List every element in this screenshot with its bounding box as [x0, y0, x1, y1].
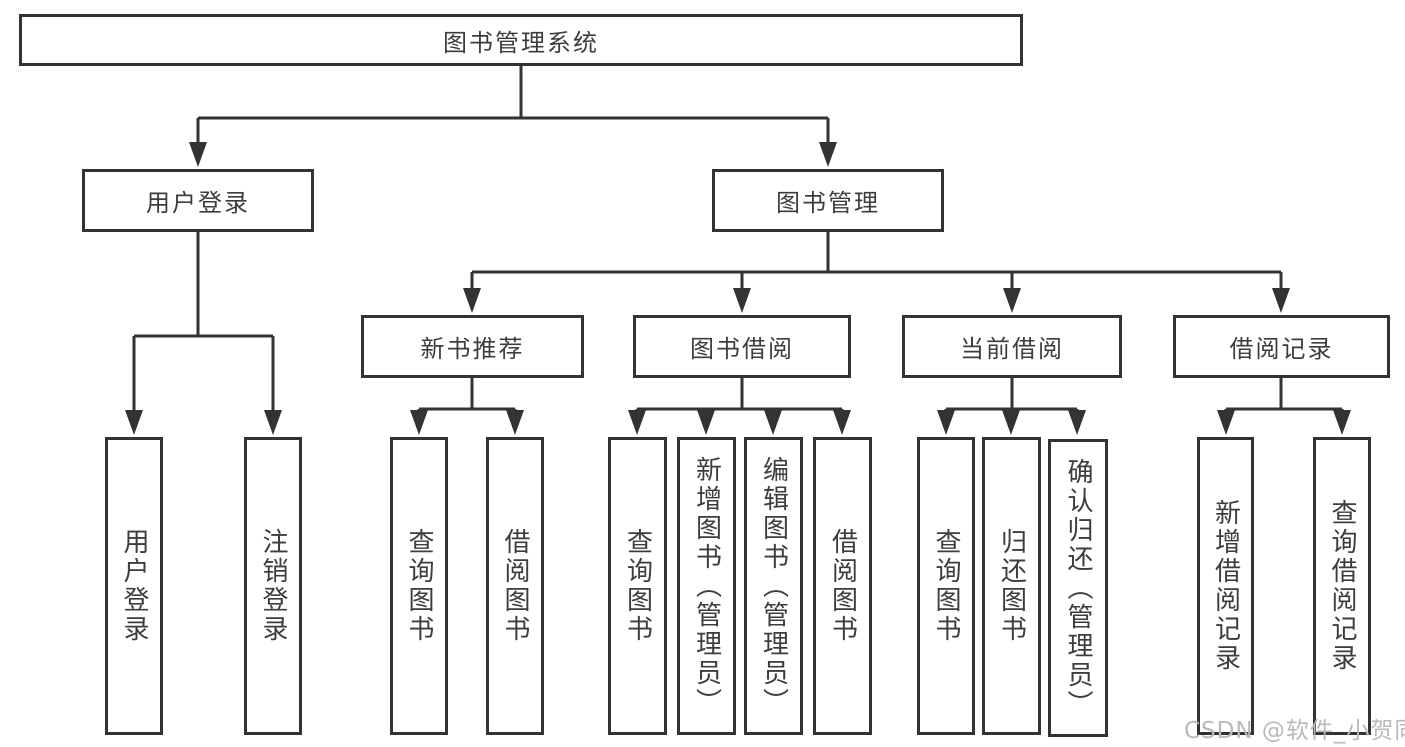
leaf-query-books-borrow: 查询图书 — [608, 437, 667, 735]
node-user-login: 用户登录 — [82, 169, 314, 232]
leaf-logout: 注销登录 — [244, 437, 302, 735]
leaf-return-books: 归还图书 — [982, 437, 1041, 735]
node-book-borrow: 图书借阅 — [633, 315, 851, 378]
node-current-borrow: 当前借阅 — [902, 315, 1122, 378]
leaf-query-borrow-record: 查询借阅记录 — [1313, 437, 1371, 735]
leaf-add-borrow-record: 新增借阅记录 — [1197, 437, 1254, 735]
leaf-edit-books-admin: 编辑图书（管理员） — [744, 437, 803, 735]
leaf-query-books-recommend: 查询图书 — [390, 437, 448, 735]
node-borrow-records: 借阅记录 — [1173, 315, 1390, 378]
leaf-user-login: 用户登录 — [105, 437, 163, 735]
csdn-watermark: CSDN @软件_小贺同学 — [1184, 718, 1405, 744]
node-new-book-recommend: 新书推荐 — [361, 315, 584, 378]
leaf-borrow-books: 借阅图书 — [813, 437, 872, 735]
leaf-add-books-admin: 新增图书（管理员） — [677, 437, 736, 735]
leaf-query-books-current: 查询图书 — [917, 437, 975, 735]
node-book-management: 图书管理 — [712, 169, 944, 232]
leaf-borrow-books-recommend: 借阅图书 — [486, 437, 544, 735]
leaf-confirm-return-admin: 确认归还（管理员） — [1048, 439, 1108, 737]
node-root-system: 图书管理系统 — [19, 14, 1023, 66]
